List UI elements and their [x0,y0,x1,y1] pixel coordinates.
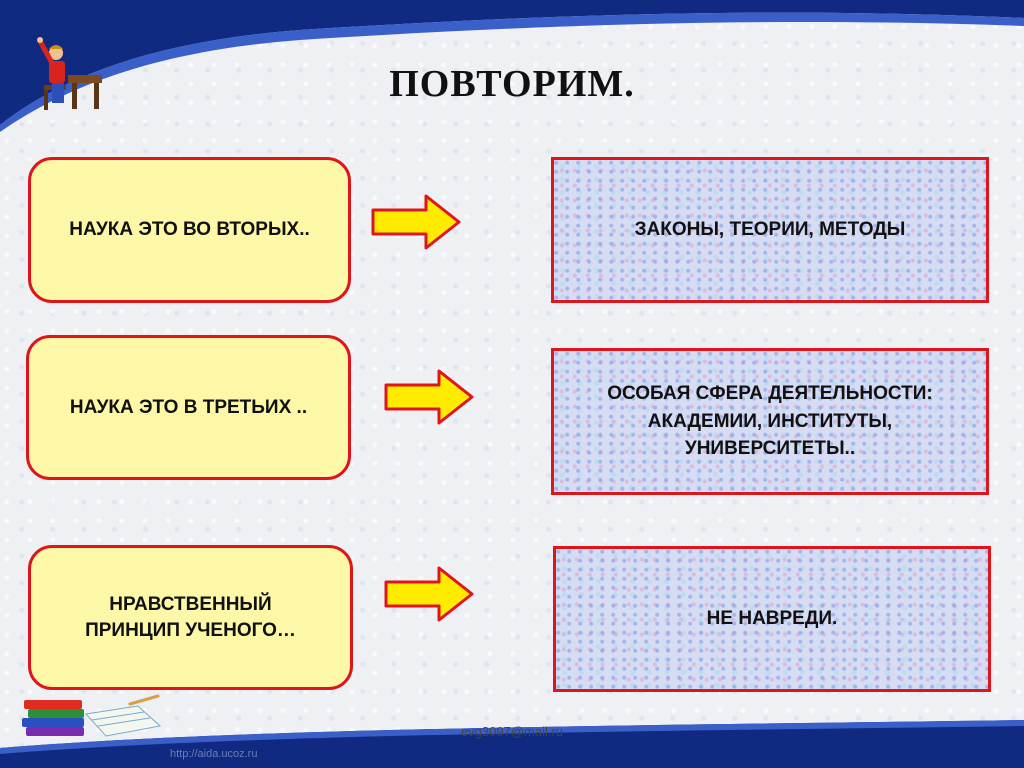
footer-email: evg3097@mail.ru [460,724,564,739]
question-card-1: НАУКА ЭТО ВО ВТОРЫХ.. [28,157,351,303]
top-wave-band [0,0,1024,132]
question-card-2: НАУКА ЭТО В ТРЕТЬИХ .. [26,335,351,480]
question-card-3: НРАВСТВЕННЫЙ ПРИНЦИП УЧЕНОГО… [28,545,353,690]
bottom-wave-band [0,720,1024,768]
footer-url: http://aida.ucoz.ru [170,748,258,760]
arrow-right-icon [371,194,461,250]
slide-title: ПОВТОРИМ. [389,63,635,105]
answer-box-2: ОСОБАЯ СФЕРА ДЕЯТЕЛЬНОСТИ: АКАДЕМИИ, ИНС… [551,348,989,495]
student-at-desk-icon [37,37,102,110]
answer-box-3: НЕ НАВРЕДИ. [553,546,991,692]
books-stack-icon [22,694,162,737]
arrow-right-icon [384,369,474,425]
arrow-right-icon [384,566,474,622]
answer-box-1: ЗАКОНЫ, ТЕОРИИ, МЕТОДЫ [551,157,989,303]
